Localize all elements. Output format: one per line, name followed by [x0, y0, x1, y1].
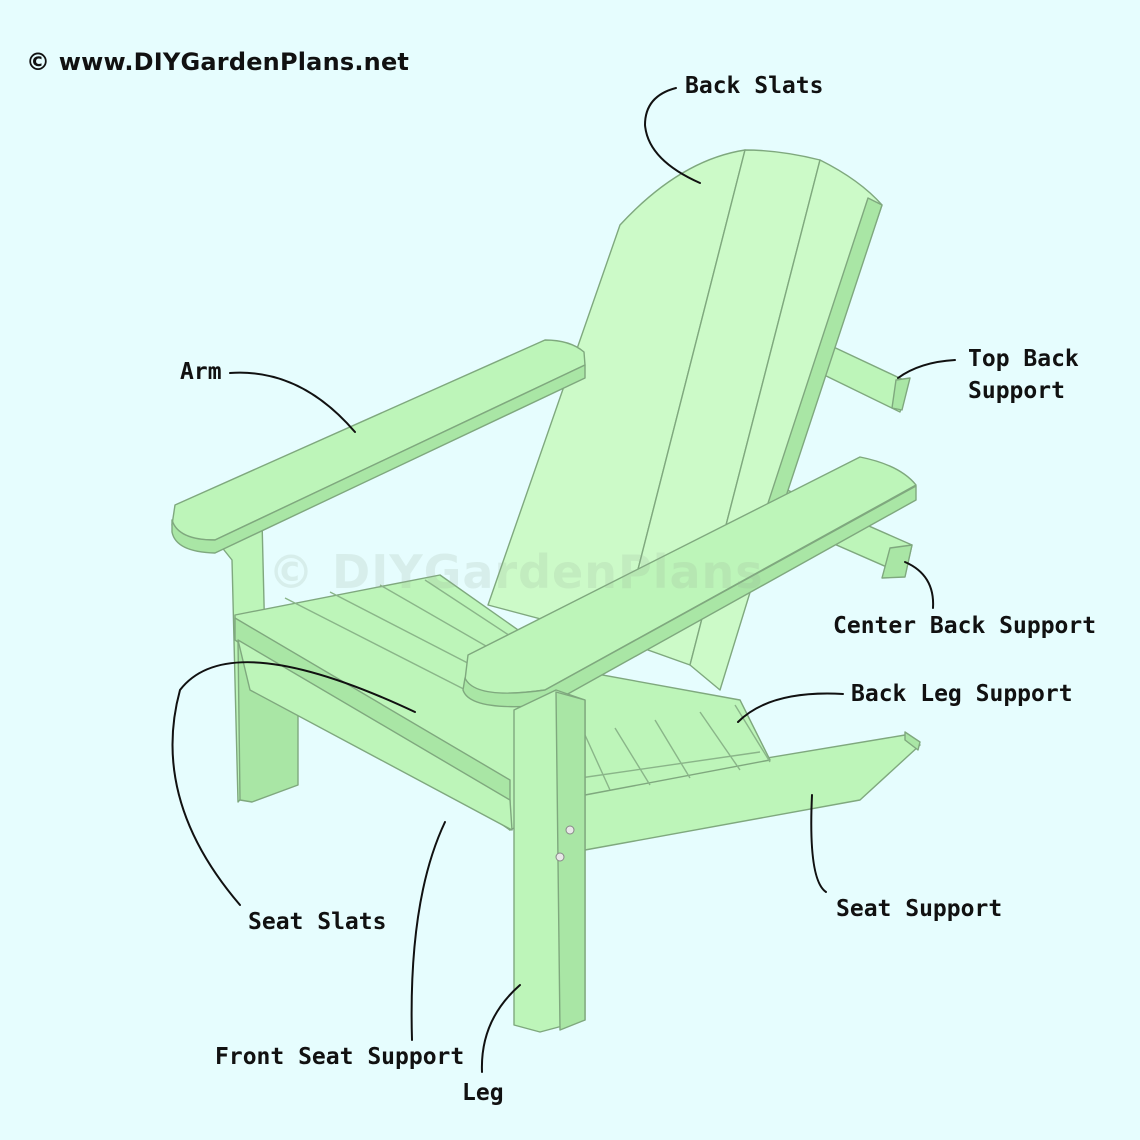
leader-front-seat-support: [410, 821, 446, 1041]
leader-lines: [171, 87, 956, 1073]
label-top-back-support-1: Top Back: [968, 346, 1079, 372]
front-leg-part: [513, 689, 586, 1033]
copyright-notice: © www.DIYGardenPlans.net: [26, 48, 410, 76]
leader-arm: [229, 371, 356, 433]
leader-seat-slats: [171, 661, 416, 906]
leader-back-slats: [643, 87, 701, 184]
label-center-back-support: Center Back Support: [833, 613, 1097, 639]
leader-back-leg-support: [737, 692, 844, 723]
label-seat-support: Seat Support: [836, 896, 1003, 922]
right-arm-part: [462, 456, 917, 708]
label-seat-slats: Seat Slats: [248, 909, 387, 935]
leader-seat-support: [810, 794, 827, 893]
left-arm-part: [171, 339, 586, 554]
label-front-seat-support: Front Seat Support: [215, 1044, 465, 1070]
label-back-leg-support: Back Leg Support: [851, 681, 1073, 707]
label-top-back-support-2: Support: [968, 378, 1065, 404]
label-arm: Arm: [180, 359, 222, 385]
leader-leg: [480, 984, 521, 1073]
leader-center-back-support: [904, 561, 935, 609]
label-leg: Leg: [462, 1080, 504, 1106]
leader-top-back-support: [897, 359, 956, 379]
label-back-slats: Back Slats: [685, 73, 824, 99]
watermark: © DIYGardenPlans: [268, 545, 764, 599]
